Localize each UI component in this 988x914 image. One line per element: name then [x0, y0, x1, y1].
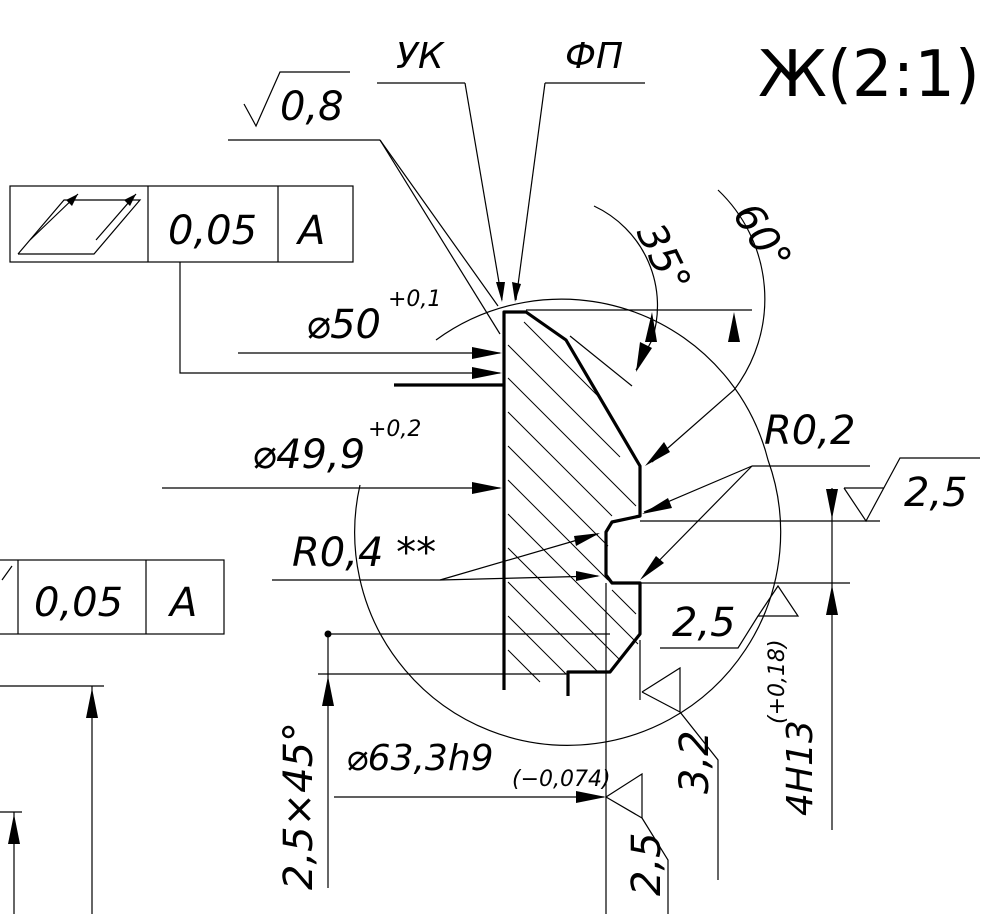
- view-label: Ж(2:1): [758, 38, 980, 112]
- dim-groove-value: 4H13: [780, 720, 821, 816]
- total-runout-icon: [17, 193, 142, 255]
- dim-dia50-value: ⌀50: [306, 302, 381, 348]
- dim-chamfer-value: 2,5×45°: [276, 722, 322, 890]
- roughness-bore: 3,2: [639, 640, 719, 880]
- radius-r04: R0,4 **: [272, 530, 600, 581]
- radius-r02-label: R0,2: [764, 408, 855, 454]
- dim-dia63-value: ⌀63,3h9: [346, 738, 494, 779]
- runout-frame-left: 0,05 A: [0, 559, 225, 635]
- dim-dia63-tol: (−0,074): [512, 767, 611, 792]
- roughness-bore-value: 3,2: [672, 730, 718, 794]
- dim-dia49-tol: +0,2: [368, 417, 421, 442]
- detail-circle: [354, 298, 782, 746]
- runout-icon: [1, 565, 13, 581]
- leader-uk: УК: [377, 36, 505, 302]
- angle-35: 35°: [627, 216, 699, 300]
- leader-fp-label: ФП: [565, 36, 623, 77]
- dim-dia50-tol: +0,1: [388, 287, 441, 312]
- dim-groove-tol: (+0,18): [765, 639, 790, 724]
- runout-top-datum: A: [295, 208, 325, 254]
- roughness-bottom: 2,5: [605, 772, 670, 914]
- runout-frame-top: 0,05 A: [9, 185, 502, 379]
- dim-dia63: ⌀63,3h9 (−0,074): [334, 583, 611, 914]
- roughness-bottom-value: 2,5: [624, 832, 670, 896]
- runout-left-datum: A: [167, 580, 197, 626]
- dim-dia50: ⌀50 +0,1: [238, 287, 502, 359]
- leader-fp: ФП: [512, 36, 645, 302]
- part-section: [354, 298, 782, 746]
- roughness-groove-bottom-value: 2,5: [672, 600, 736, 646]
- runout-left-tolerance: 0,05: [34, 580, 123, 626]
- runout-top-tolerance: 0,05: [168, 208, 257, 254]
- dim-chamfer: 2,5×45°: [276, 630, 610, 890]
- roughness-groove-value: 2,5: [904, 470, 968, 516]
- angle-dims: 35° 60°: [526, 189, 801, 466]
- dim-groove: 4H13 (+0,18) 2,5: [640, 457, 980, 830]
- angle-60: 60°: [724, 195, 801, 280]
- roughness-top: 0,8: [228, 71, 501, 335]
- radius-r02: R0,2: [640, 408, 870, 580]
- leader-uk-label: УК: [396, 36, 445, 77]
- roughness-groove-symbol: [843, 457, 980, 523]
- dim-dia49-value: ⌀49,9: [252, 432, 365, 478]
- roughness-top-value: 0,8: [280, 84, 344, 130]
- section-hatching: [507, 321, 639, 683]
- dim-dia49: ⌀49,9 +0,2: [162, 417, 502, 494]
- roughness-groove-bottom: 2,5: [660, 584, 800, 649]
- datum-lines-left: [0, 685, 104, 914]
- radius-r04-label: R0,4 **: [292, 530, 436, 576]
